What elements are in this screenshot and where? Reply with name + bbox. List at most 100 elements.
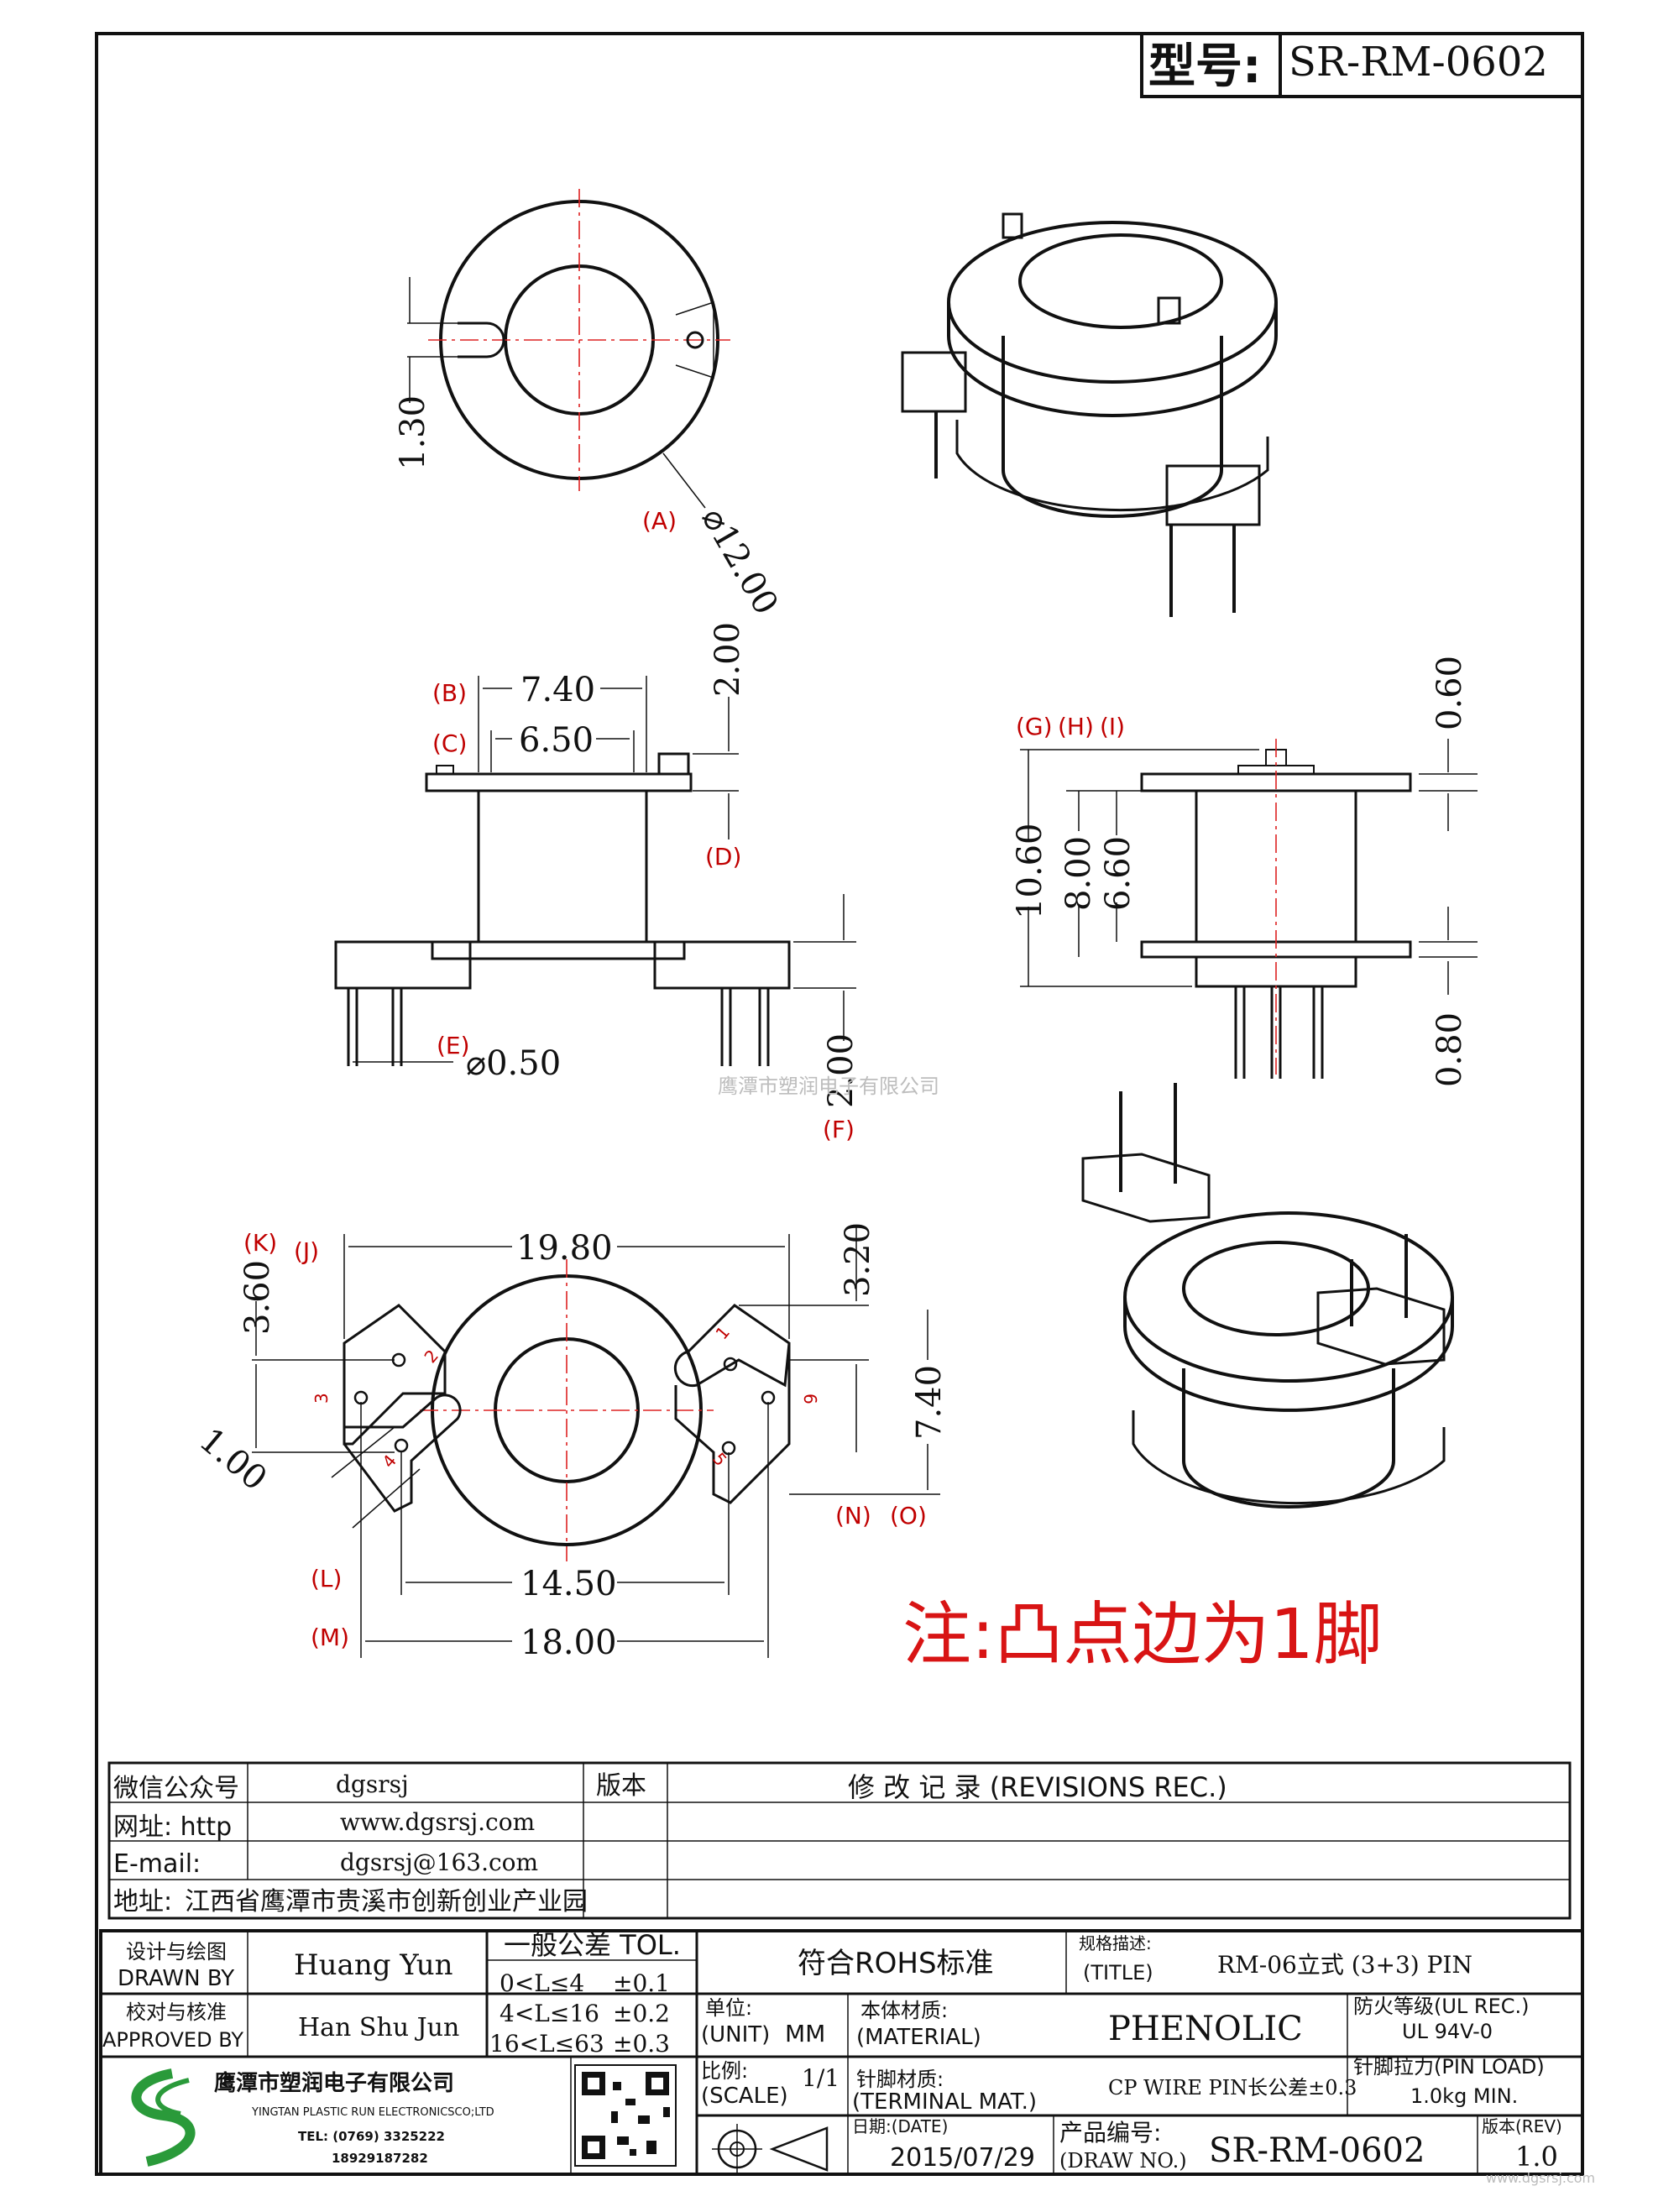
- drawing-number-value: SR-RM-0602: [1209, 2131, 1425, 2170]
- ref-d: (D): [705, 843, 741, 871]
- email-label: E-mail:: [113, 1849, 201, 1879]
- address-value: 江西省鹰潭市贵溪市创新创业产业园: [185, 1887, 588, 1917]
- wechat-label: 微信公众号: [113, 1774, 239, 1803]
- terminal-label-cn: 针脚材质:: [856, 2068, 944, 2091]
- ref-i: (I): [1100, 713, 1125, 740]
- dim-8-00: 8.00: [1059, 836, 1098, 911]
- terminal-value: CP WIRE PIN长公差±0.3: [1108, 2076, 1357, 2100]
- revision-value: 1.0: [1515, 2141, 1558, 2173]
- front-view: 7.40 6.50 (B) (C) 2.00 (D) 2.00 (F) ⌀0.5…: [334, 622, 860, 1143]
- web-label: 网址: http: [113, 1812, 232, 1842]
- tolerance-range-1: 0<L≤4: [500, 1969, 584, 1997]
- approver-name: Han Shu Jun: [298, 2013, 459, 2042]
- dim-19-80: 19.80: [516, 1229, 613, 1268]
- dim-6-50: 6.50: [519, 721, 594, 760]
- dim-0-80: 0.80: [1431, 1012, 1469, 1087]
- unit-label-cn: 单位:: [705, 1996, 752, 2020]
- scale-label-en: (SCALE): [701, 2084, 788, 2109]
- material-value: PHENOLIC: [1108, 2010, 1303, 2048]
- dim-2-00-a: 2.00: [709, 622, 747, 697]
- designer-label-cn: 设计与绘图: [126, 1940, 227, 1964]
- dim-0-60: 0.60: [1431, 656, 1469, 730]
- web-value: www.dgsrsj.com: [340, 1808, 535, 1836]
- qr-code: [574, 2064, 677, 2167]
- tolerance-range-3: 16<L≤63: [489, 2030, 604, 2058]
- scale-label-cn: 比例:: [701, 2059, 748, 2083]
- fire-rating-value: UL 94V-0: [1402, 2020, 1493, 2043]
- pin-number-6: 6: [800, 1394, 820, 1404]
- ref-g: (G): [1016, 713, 1053, 740]
- designer-name: Huang Yun: [294, 1948, 453, 1982]
- pin-number-4: 4: [378, 1451, 400, 1472]
- watermark-text: 鹰潭市塑润电子有限公司: [718, 1075, 939, 1098]
- top-view: 1.30 ⌀12.00 (A): [394, 189, 785, 621]
- model-number: SR-RM-0602: [1289, 39, 1548, 86]
- dim-7-40-b: 7.40: [910, 1365, 949, 1440]
- approver-label-en: APPROVED BY: [102, 2028, 243, 2052]
- ref-o: (O): [890, 1502, 927, 1530]
- ref-m: (M): [311, 1624, 349, 1651]
- dim-2-00-b: 2.00: [822, 1033, 860, 1108]
- unit-label-en: (UNIT): [701, 2022, 770, 2047]
- spec-value: RM-06立式 (3+3) PIN: [1217, 1951, 1472, 1979]
- designer-label-en: DRAWN BY: [118, 1966, 234, 1991]
- isometric-view-upper: [901, 212, 1278, 617]
- company-name-cn: 鹰潭市塑润电子有限公司: [214, 2070, 454, 2096]
- title-block: 设计与绘图 DRAWN BY Huang Yun 校对与核准 APPROVED …: [99, 1929, 1595, 2186]
- dim-1-30: 1.30: [394, 395, 432, 470]
- tolerance-value-2: ±0.2: [613, 2000, 670, 2027]
- pin-load-label: 针脚拉力(PIN LOAD): [1353, 2055, 1545, 2079]
- company-name-en: YINGTAN PLASTIC RUN ELECTRONICSCO;LTD: [251, 2106, 494, 2119]
- tolerance-value-3: ±0.3: [613, 2030, 670, 2058]
- dim-6-60: 6.60: [1099, 836, 1138, 911]
- address-label: 地址:: [113, 1887, 172, 1917]
- revision-title: 修 改 记 录 (REVISIONS REC.): [848, 1771, 1227, 1803]
- company-logo: [131, 2068, 196, 2167]
- pin-number-3: 3: [311, 1393, 332, 1404]
- wechat-value: dgsrsj: [336, 1770, 409, 1798]
- projection-symbol-cone: [769, 2126, 829, 2172]
- model-header: 型号: SR-RM-0602: [1140, 32, 1584, 98]
- scale-value: 1/1: [802, 2064, 840, 2092]
- ref-c: (C): [432, 729, 467, 757]
- dim-diameter-12: ⌀12.00: [693, 501, 785, 621]
- dim-pin-diameter: ⌀0.50: [466, 1044, 561, 1083]
- ref-h: (H): [1058, 713, 1094, 740]
- bottom-view: 1 2 3 4 5 6 19.80 (K) (J) 3.60 3.20 7.40…: [192, 1222, 949, 1662]
- pin-load-value: 1.0kg MIN.: [1410, 2084, 1518, 2108]
- revision-label: 版本(REV): [1482, 2116, 1562, 2136]
- spec-label-cn: 规格描述:: [1079, 1933, 1152, 1953]
- company-phone: TEL: (0769) 3325222: [298, 2129, 445, 2144]
- isometric-view-lower: [1081, 1083, 1454, 1509]
- dim-1-00: 1.00: [192, 1420, 275, 1498]
- dim-10-60: 10.60: [1011, 823, 1049, 919]
- pin-number-1: 1: [711, 1322, 734, 1343]
- dim-3-20: 3.20: [839, 1222, 877, 1297]
- drawing-number-label-en: (DRAW NO.): [1059, 2149, 1187, 2173]
- fire-rating-label: 防火等级(UL REC.): [1353, 1995, 1530, 2018]
- unit-value: MM: [785, 2020, 825, 2047]
- ref-n: (N): [835, 1502, 871, 1530]
- approver-label-cn: 校对与核准: [126, 2000, 227, 2024]
- pin-one-note: 注:凸点边为1脚: [902, 1595, 1383, 1675]
- ref-b: (B): [432, 679, 467, 707]
- model-label: 型号:: [1148, 39, 1261, 94]
- material-label-en: (MATERIAL): [856, 2025, 981, 2050]
- ref-l: (L): [311, 1565, 342, 1592]
- rohs-statement: 符合ROHS标准: [798, 1947, 994, 1980]
- dim-7-40: 7.40: [520, 671, 595, 709]
- revision-version-header: 版本: [596, 1771, 646, 1801]
- date-value: 2015/07/29: [890, 2143, 1035, 2173]
- drawing-number-label-cn: 产品编号:: [1059, 2119, 1161, 2147]
- tolerance-value-1: ±0.1: [613, 1969, 670, 1997]
- ref-f: (F): [823, 1116, 855, 1143]
- site-watermark: www.dgsrsj.com: [1486, 2170, 1595, 2186]
- spec-label-en: (TITLE): [1083, 1961, 1153, 1985]
- ref-a: (A): [642, 507, 677, 535]
- terminal-label-en: (TERMINAL MAT.): [852, 2089, 1037, 2115]
- side-view: 10.60 8.00 6.60 (G) (H) (I) 0.60 0.80: [1011, 656, 1478, 1087]
- ref-j: (J): [294, 1237, 319, 1265]
- contact-revision-table: 微信公众号 dgsrsj 网址: http www.dgsrsj.com E-m…: [107, 1761, 1572, 1920]
- material-label-cn: 本体材质:: [860, 1999, 948, 2022]
